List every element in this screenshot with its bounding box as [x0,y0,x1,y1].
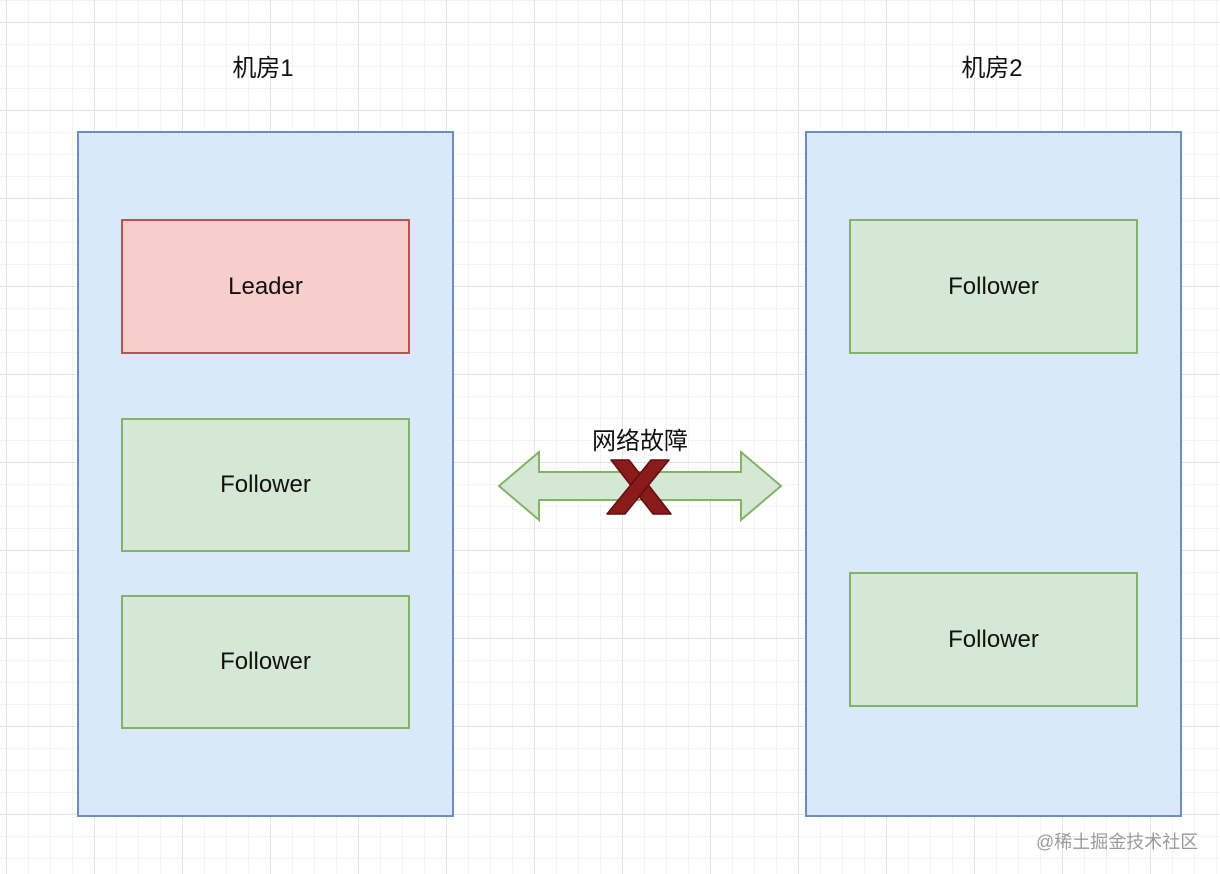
room-1-follower-node-1: Follower [121,418,410,552]
cross-icon [606,459,672,515]
watermark-text: @稀土掘金技术社区 [1036,832,1199,852]
room-2-follower-node-2: Follower [849,572,1138,707]
room-1-leader-node: Leader [121,219,410,354]
network-failure-label: 网络故障 [592,428,688,455]
room-2-title: 机房2 [961,55,1023,82]
room-1-title: 机房1 [232,55,294,82]
room-1-follower-node-2: Follower [121,595,410,729]
room-2-follower-node-1: Follower [849,219,1138,354]
